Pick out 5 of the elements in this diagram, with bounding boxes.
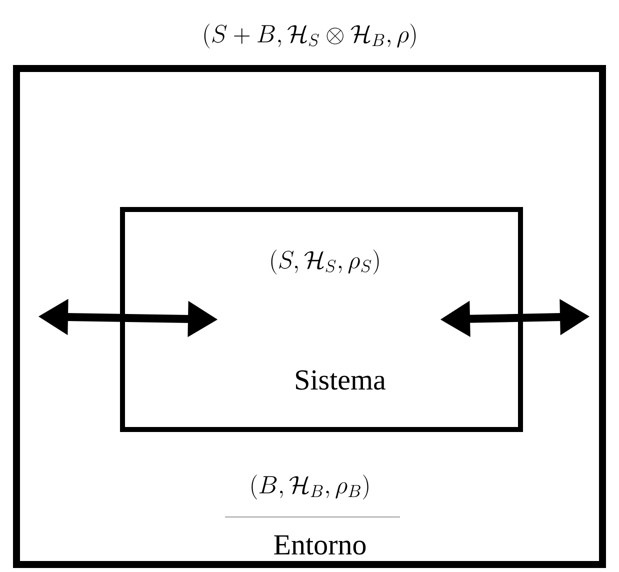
node-label: Sistema bbox=[296, 370, 386, 390]
formula: $(S,\mathcal{H}_S,\rho_S)$ bbox=[271, 250, 379, 274]
formula: $(S+B,\mathcal{H}_S\otimes\mathcal{H}_B,\rho)$ bbox=[204, 24, 416, 48]
node-label: Entorno bbox=[274, 535, 366, 555]
formula: $(B,\mathcal{H}_B,\rho_B)$ bbox=[252, 474, 368, 500]
